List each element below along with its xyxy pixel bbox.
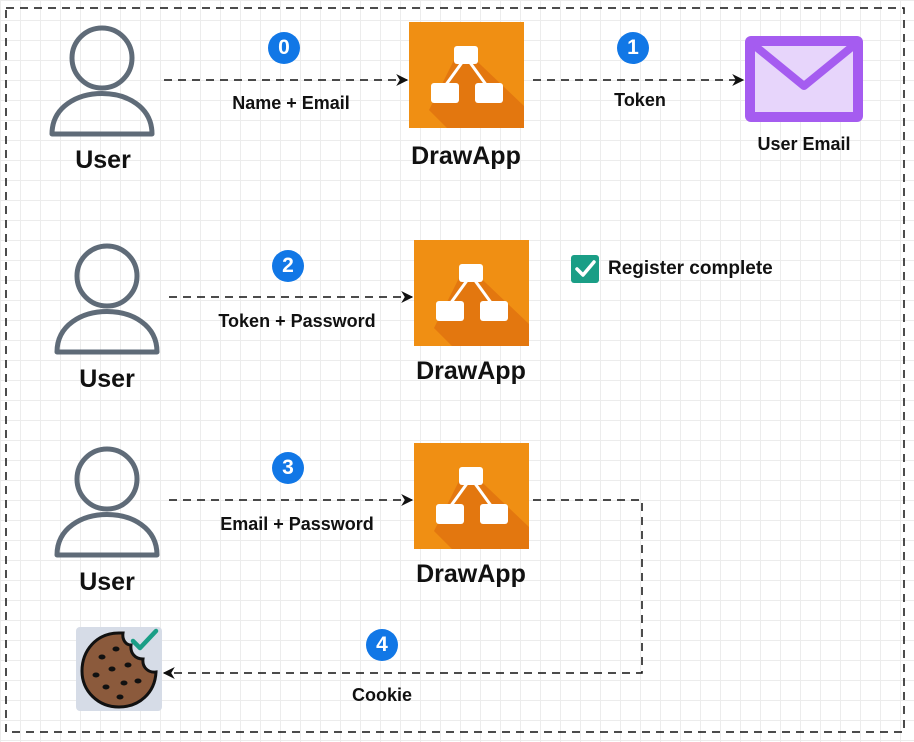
check-box-icon [571,255,599,283]
user-label-2: User [79,365,135,393]
email-icon [745,36,863,122]
user-icon-2 [57,246,157,352]
step-badge-4: 4 [366,629,398,661]
outer-frame [5,7,905,733]
user-label-1: User [75,146,131,174]
step-badge-3: 3 [272,452,304,484]
message-email-password: Email + Password [220,514,374,534]
register-complete-text: Register complete [608,258,773,279]
user-icon-1 [52,28,152,134]
message-name-email: Name + Email [232,93,350,113]
drawapp-label-3: DrawApp [416,560,526,588]
user-label-3: User [79,568,135,596]
user-icon-3 [57,449,157,555]
email-label: User Email [757,134,851,154]
drawapp-label-2: DrawApp [416,357,526,385]
cookie-icon [76,627,162,711]
drawapp-icon-3 [412,441,531,551]
message-token-password: Token + Password [218,311,376,331]
drawapp-label-1: DrawApp [411,142,521,170]
message-cookie: Cookie [351,685,412,705]
message-token: Token [614,90,666,110]
step-badge-0: 0 [268,32,300,64]
drawapp-icon-1 [407,20,526,130]
drawapp-icon-2 [412,238,531,348]
edge-app-to-cookie [162,499,643,679]
step-badge-1: 1 [617,32,649,64]
step-badge-2: 2 [272,250,304,282]
